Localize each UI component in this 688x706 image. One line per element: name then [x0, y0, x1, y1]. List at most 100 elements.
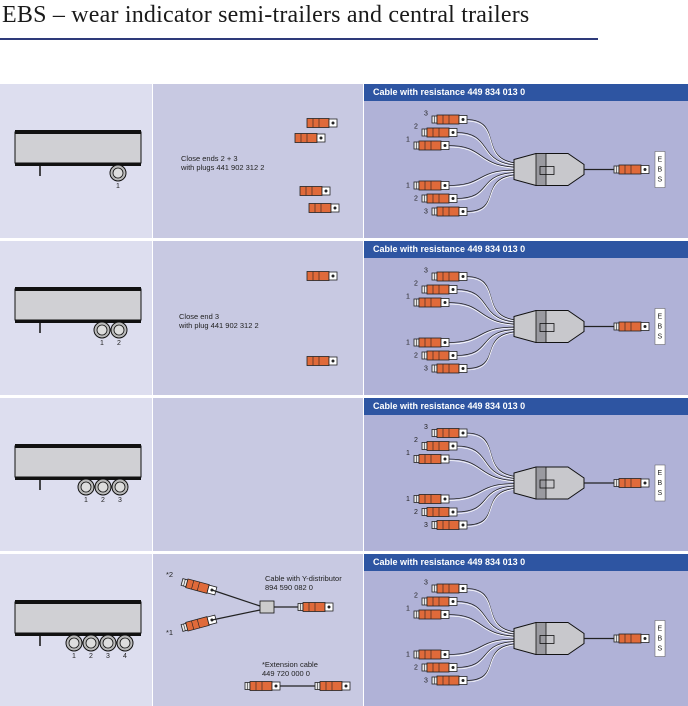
wheel-hub [96, 324, 108, 336]
ebs-letter: B [658, 167, 663, 174]
connector-plug [308, 203, 340, 213]
trailer-roof [15, 444, 141, 448]
cable-wire [447, 170, 525, 188]
connector-plug [413, 454, 450, 464]
extension-line-2: 449 720 000 0 [262, 669, 310, 678]
cable-end-label: 1 [406, 183, 410, 190]
cable-wire [447, 483, 525, 500]
trailer-roof [15, 600, 141, 604]
connector-plug [421, 441, 458, 451]
connector-plug [299, 186, 331, 196]
cable-wire [465, 276, 525, 321]
branch-wire [211, 589, 261, 607]
cable-end-label: 3 [424, 580, 428, 587]
axle-label: 2 [89, 653, 93, 660]
trailer-body [14, 445, 142, 478]
cable-wire [465, 175, 525, 214]
cable-wire [455, 290, 525, 324]
y-distributor-line-2: 894 590 082 0 [265, 583, 313, 592]
connector-plug [180, 614, 218, 632]
connector-plug [421, 596, 458, 607]
axle-label: 2 [101, 497, 105, 504]
connector-plug [244, 681, 281, 691]
connector-plug [297, 602, 334, 612]
connector-plug [431, 428, 468, 438]
cable-end-label: 2 [414, 509, 418, 516]
cable-wire [455, 445, 525, 480]
cable-end-label: 1 [406, 450, 410, 457]
cable-wire [447, 145, 525, 168]
axle-label: 1 [116, 183, 120, 190]
trailer-chassis [15, 477, 141, 480]
wheel-hub [80, 481, 92, 493]
ebs-letter: S [658, 490, 663, 497]
splitter-body [513, 622, 585, 655]
row-separator [0, 395, 688, 398]
cable-wire [455, 642, 525, 670]
cable-end-label: 1 [406, 294, 410, 301]
ebs-letter: B [658, 480, 663, 487]
cable-wire [465, 332, 525, 371]
axle-label: 3 [118, 497, 122, 504]
connector-plug [421, 662, 458, 673]
splitter-band [535, 310, 547, 343]
connector-plug [613, 321, 650, 332]
cable-wire [455, 641, 525, 668]
splitter-label [539, 323, 555, 332]
axle-label: 1 [84, 497, 88, 504]
connector-plug [431, 206, 468, 217]
y-distributor-label: Cable with Y-distributor 894 590 082 0 [265, 574, 342, 592]
cable-wire [465, 488, 525, 527]
wheel-hub [112, 167, 124, 179]
cable-end-label: 3 [424, 678, 428, 685]
title-rule [0, 38, 598, 40]
ebs-letter: B [658, 324, 663, 331]
splitter-label [539, 166, 555, 175]
cable-wire [447, 460, 525, 483]
spare-plug [308, 203, 340, 213]
cable-wire [465, 119, 525, 164]
ebs-letter: E [658, 626, 663, 633]
wheel-hub [97, 481, 109, 493]
cable-end-label: 1 [406, 496, 410, 503]
trailer-body [14, 131, 142, 164]
cable-wire [455, 485, 525, 513]
y-distributor-line-1: Cable with Y-distributor [265, 574, 342, 583]
connector-plug [413, 649, 450, 660]
connector-plug [421, 284, 458, 295]
connector-plug [294, 133, 326, 143]
ebs-letter: S [658, 646, 663, 653]
wheel-hub [114, 481, 126, 493]
extension-cable-label: *Extension cable 449 720 000 0 [262, 660, 318, 678]
cable-wire [447, 327, 525, 345]
wheel-hub [113, 324, 125, 336]
instruction-note: Close end 3 with plug 441 902 312 2 [179, 312, 259, 330]
splitter-body [513, 153, 585, 186]
trailer-diagram: 1 2 3 [14, 444, 142, 504]
cable-wire [447, 169, 525, 186]
cable-end-label: 1 [406, 606, 410, 613]
wheel-hub [119, 637, 131, 649]
connector-plug [421, 350, 458, 361]
cable-wire [455, 173, 525, 201]
spare-plug [306, 271, 338, 281]
cable-header: Cable with resistance 449 834 013 0 [364, 241, 688, 258]
trailer-roof [15, 287, 141, 291]
connector-plug [613, 478, 650, 488]
extension-line-1: *Extension cable [262, 660, 318, 669]
ebs-letter: S [658, 334, 663, 341]
spare-plug [299, 186, 331, 196]
cable-end-label: 3 [424, 111, 428, 118]
axle-label: 1 [72, 653, 76, 660]
connector-plug [431, 583, 468, 594]
connector-plug [314, 681, 351, 691]
cable-wire [447, 484, 525, 501]
cable-wire [455, 132, 525, 166]
cable-wire [447, 614, 525, 637]
trailer-roof [15, 130, 141, 134]
axle-label: 4 [123, 653, 127, 660]
cable-wire [465, 588, 525, 633]
cable-wire [455, 601, 525, 635]
